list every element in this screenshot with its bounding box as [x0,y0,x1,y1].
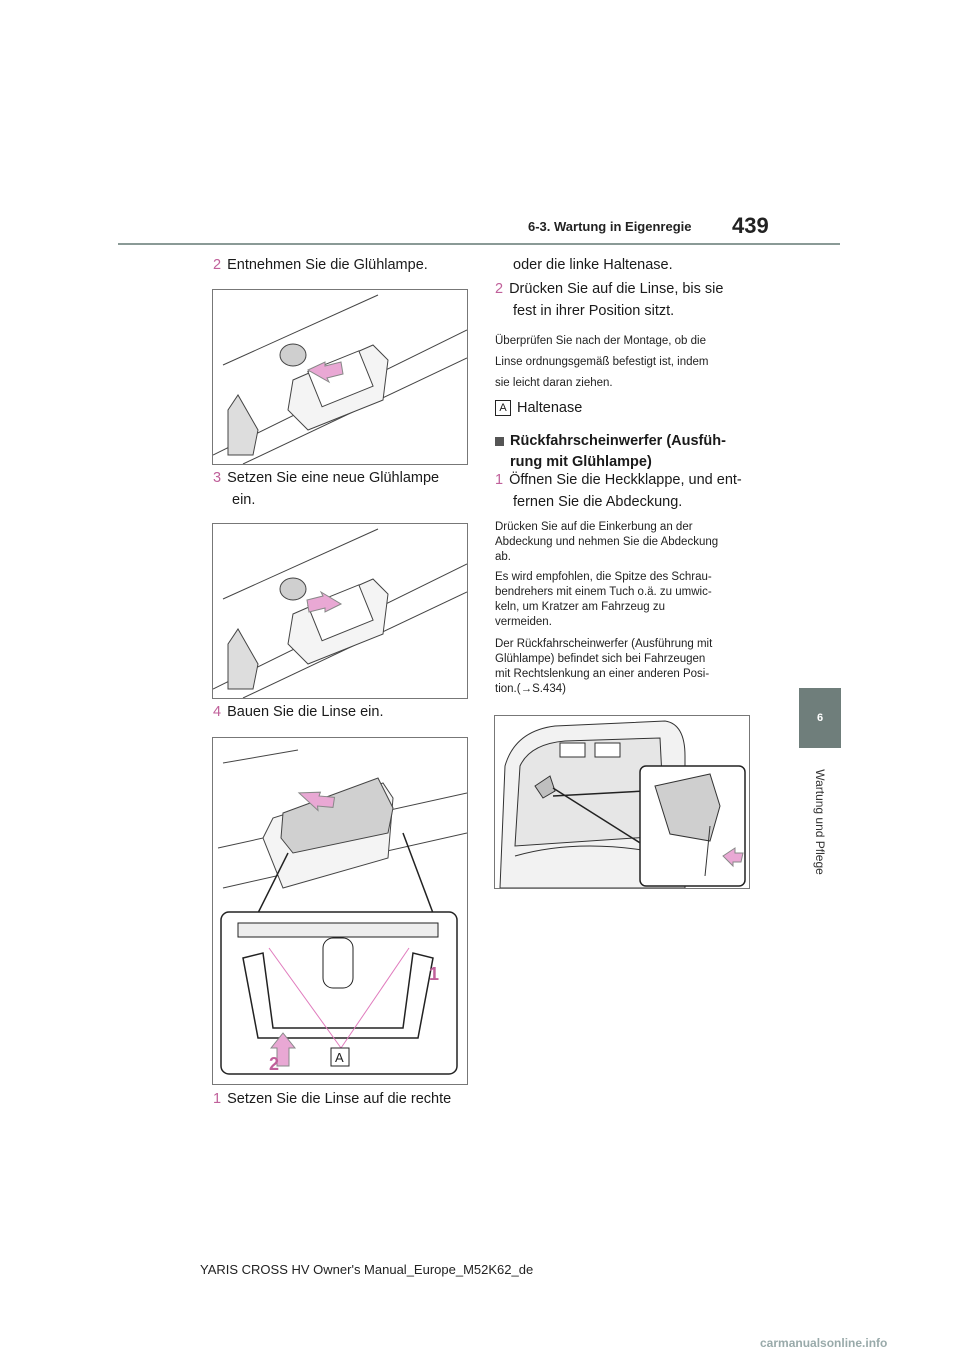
chapter-tab[interactable]: 6 [799,688,841,748]
step-text: Drücken Sie auf die Linse, bis sie [509,281,724,297]
insert-bulb-illustration [212,528,468,699]
note-screwdriver: Es wird empfohlen, die Spitze des Schrau… [495,570,712,630]
step-2-left: 2 Entnehmen Sie die Glühlampe. [213,254,428,276]
step-text: Öffnen Sie die Heckklappe, und ent- [509,472,742,488]
fig-label-1: 1 [429,964,439,984]
step-number: 4 [213,704,222,720]
chapter-number: 6 [816,712,824,724]
section-heading: Rückfahrscheinwerfer (Ausfüh- [495,431,726,452]
back-door-illustration [499,720,746,889]
step-text: Bauen Sie die Linse ein. [227,704,384,720]
note-line: sie leicht daran ziehen. [495,377,613,389]
note-line: keln, um Kratzer am Fahrzeug zu [495,601,666,613]
step-1-right-cont: fernen Sie die Abdeckung. [513,494,683,510]
note-line: ab. [495,551,511,563]
section-title: 6-3. Wartung in Eigenregie [528,219,692,234]
figure-insert-bulb [212,523,468,699]
step-number: 1 [213,1091,222,1107]
step-number: 2 [495,281,504,297]
note-position: Der Rückfahrscheinwerfer (Ausführung mit… [495,637,712,697]
fig-label-a: A [335,1050,344,1065]
step-1-left: 1 Setzen Sie die Linse auf die rechte [213,1088,451,1110]
note-line: Es wird empfohlen, die Spitze des Schrau… [495,571,712,583]
note-line: Glühlampe) befindet sich bei Fahrzeugen [495,653,706,665]
step-3-left: 3 Setzen Sie eine neue Glühlampe [213,467,439,489]
chapter-label-text: Wartung und Pflege [813,769,827,875]
figure-install-lens: 1 2 A [212,737,468,1085]
figure-back-door [494,715,750,889]
legend-box-a: A [495,400,511,417]
section-heading-cont: rung mit Glühlampe) [510,454,652,470]
step-1-right: 1 Öffnen Sie die Heckklappe, und ent- [495,469,742,491]
note-line: bendrehers mit einem Tuch o.ä. zu umwic- [495,586,712,598]
continuation-text: oder die linke Haltenase. [513,257,673,273]
chapter-label: Wartung und Pflege [784,752,856,892]
footer-manual-id: YARIS CROSS HV Owner's Manual_Europe_M52… [200,1262,534,1277]
step-2-right: 2 Drücken Sie auf die Linse, bis sie [495,278,723,300]
install-lens-illustration: 1 2 A [217,749,468,1075]
step-2-right-cont: fest in ihrer Position sitzt. [513,303,675,319]
note-line: Abdeckung und nehmen Sie die Abdeckung [495,536,719,548]
note-notch: Drücken Sie auf die Einkerbung an der Ab… [495,520,718,565]
legend-text: Haltenase [517,400,583,416]
heading-bullet-icon [495,436,504,446]
heading-line: Rückfahrscheinwerfer (Ausfüh- [510,433,726,449]
note-line: mit Rechtslenkung an einer anderen Posi- [495,668,710,680]
step-4-left: 4 Bauen Sie die Linse ein. [213,701,383,723]
note-line: Überprüfen Sie nach der Montage, ob die [495,335,706,347]
legend-haltenase: A Haltenase [495,397,582,419]
note-line: tion.(→S.434) [495,683,566,695]
figure-remove-bulb [212,289,468,465]
step-number: 2 [213,257,222,273]
note-line: vermeiden. [495,616,552,628]
page-number: 439 [732,213,769,238]
step-number: 1 [495,472,504,488]
note-line: Drücken Sie auf die Einkerbung an der [495,521,693,533]
watermark: carmanualsonline.info [760,1336,888,1350]
fig-label-2: 2 [269,1054,279,1074]
step-text: Setzen Sie eine neue Glühlampe [227,470,440,486]
header-divider [118,243,840,245]
step-text: Entnehmen Sie die Glühlampe. [227,257,428,273]
note-line: Linse ordnungsgemäß befestigt ist, indem [495,356,709,368]
remove-bulb-illustration [212,294,468,465]
step-text: Setzen Sie die Linse auf die rechte [227,1091,452,1107]
step-number: 3 [213,470,222,486]
note-check-lens: Überprüfen Sie nach der Montage, ob die … [495,331,709,394]
note-line: Der Rückfahrscheinwerfer (Ausführung mit [495,638,713,650]
step-3-cont: ein. [232,492,256,508]
